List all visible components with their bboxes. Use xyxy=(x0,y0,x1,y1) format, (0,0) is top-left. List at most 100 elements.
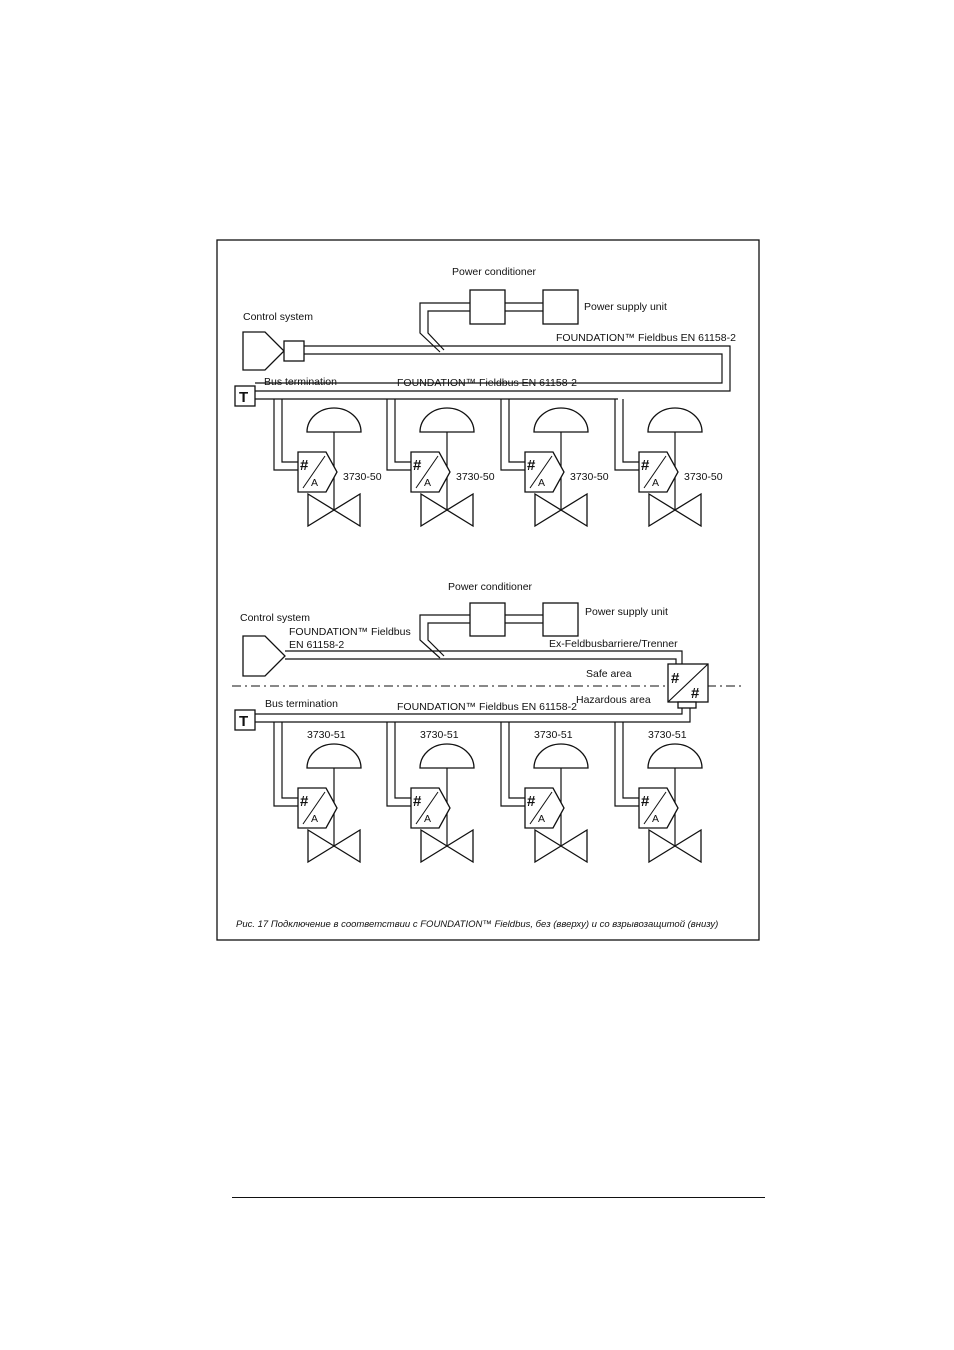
bottom-positioner-box-1 xyxy=(297,787,338,829)
bottom-psu-link xyxy=(505,614,543,624)
bottom-drop-wire-inner-1 xyxy=(281,722,298,799)
bottom-hazard-bus-upper xyxy=(255,708,683,715)
top-psu-link xyxy=(505,302,543,312)
bottom-valve-body-1 xyxy=(307,828,361,864)
bottom-device-label-3: 3730-51 xyxy=(534,729,573,741)
bottom-positioner-diagonal-2 xyxy=(415,791,439,825)
bottom-device-label-2: 3730-51 xyxy=(420,729,459,741)
bottom-drop-wire-outer-4 xyxy=(614,722,639,807)
top-control-interface-box xyxy=(283,340,305,362)
top-actuator-dome-1 xyxy=(306,407,362,433)
bottom-terminator-symbol: T xyxy=(239,713,248,730)
top-positioner-box-1 xyxy=(297,451,338,493)
bottom-positioner-a-3: A xyxy=(538,813,545,825)
bottom-positioner-hash-1: # xyxy=(300,793,309,810)
top-positioner-hash-1: # xyxy=(300,457,309,474)
bottom-positioner-hash-3: # xyxy=(527,793,536,810)
top-valve-body-1 xyxy=(307,492,361,528)
top-fieldbus-loop-outer xyxy=(255,345,731,392)
top-positioner-diagonal-4 xyxy=(643,455,667,489)
figure-caption: Рис. 17 Подключение в соответствии с FOU… xyxy=(236,919,718,930)
bottom-bus-termination-label: Bus termination xyxy=(265,698,338,710)
top-fieldbus-loop-inner xyxy=(255,353,723,384)
top-power-supply-label: Power supply unit xyxy=(584,301,667,313)
bottom-drop-wire-inner-4 xyxy=(622,722,639,799)
bottom-drop-wire-outer-2 xyxy=(386,722,411,807)
top-positioner-hash-2: # xyxy=(413,457,422,474)
top-positioner-a-2: A xyxy=(424,477,431,489)
bottom-safe-bus-upper xyxy=(285,650,683,664)
top-terminator-box xyxy=(234,385,256,407)
top-actuator-dome-3 xyxy=(533,407,589,433)
bottom-positioner-diagonal-3 xyxy=(529,791,553,825)
figure-frame xyxy=(216,239,760,941)
ex-barrier-terminal xyxy=(677,701,697,709)
top-device-label-3: 3730-50 xyxy=(570,471,609,483)
bottom-safe-area-label: Safe area xyxy=(586,668,632,680)
top-device-label-4: 3730-50 xyxy=(684,471,723,483)
top-conditioner-feed-inner xyxy=(427,310,470,351)
top-control-system-label: Control system xyxy=(243,311,313,323)
bottom-drop-wire-inner-3 xyxy=(508,722,525,799)
bottom-valve-body-3 xyxy=(534,828,588,864)
bottom-actuator-dome-3 xyxy=(533,743,589,769)
top-actuator-dome-4 xyxy=(647,407,703,433)
bottom-safe-bus-lower xyxy=(285,658,677,664)
bottom-actuator-dome-1 xyxy=(306,743,362,769)
top-positioner-box-4 xyxy=(638,451,679,493)
bottom-fieldbus-bus-label: FOUNDATION™ Fieldbus EN 61158-2 xyxy=(397,701,577,713)
bottom-positioner-box-4 xyxy=(638,787,679,829)
top-fieldbus-label: FOUNDATION™ Fieldbus EN 61158-2 xyxy=(556,332,736,344)
bottom-actuator-dome-4 xyxy=(647,743,703,769)
bottom-diagram: Power conditioner Power supply unit Cont… xyxy=(232,581,742,864)
ex-barrier-hash-bottom: # xyxy=(691,685,700,702)
top-valve-body-4 xyxy=(648,492,702,528)
top-positioner-box-3 xyxy=(524,451,565,493)
bottom-device-label-1: 3730-51 xyxy=(307,729,346,741)
bottom-power-conditioner-box xyxy=(469,602,506,637)
bottom-hazardous-area-label: Hazardous area xyxy=(576,694,651,706)
bottom-positioner-a-1: A xyxy=(311,813,318,825)
bottom-barrier-label: Ex-Feldbusbarriere/Trenner xyxy=(549,638,678,650)
top-drop-wire-outer-2 xyxy=(386,399,411,471)
top-valve-body-3 xyxy=(534,492,588,528)
bottom-fieldbus-label-line2: EN 61158-2 xyxy=(289,639,344,651)
top-bus-termination-label: Bus termination xyxy=(264,376,337,388)
bottom-valve-body-2 xyxy=(420,828,474,864)
top-drop-wire-inner-3 xyxy=(508,399,525,463)
top-positioner-hash-4: # xyxy=(641,457,650,474)
top-fieldbus-bus-label: FOUNDATION™ Fieldbus EN 61158-2 xyxy=(397,377,577,389)
bottom-valve-body-4 xyxy=(648,828,702,864)
bottom-device-label-4: 3730-51 xyxy=(648,729,687,741)
bottom-drop-wire-outer-1 xyxy=(273,722,298,807)
bottom-drop-wire-inner-2 xyxy=(394,722,411,799)
top-conditioner-feed-outer xyxy=(419,302,470,353)
top-valve-body-2 xyxy=(420,492,474,528)
page-footer-rule xyxy=(232,1197,765,1198)
bottom-power-supply-box xyxy=(542,602,579,637)
ex-barrier-hash-top: # xyxy=(671,670,680,687)
bottom-positioner-a-2: A xyxy=(424,813,431,825)
top-positioner-diagonal-3 xyxy=(529,455,553,489)
top-terminator-symbol: T xyxy=(239,389,248,406)
bottom-fieldbus-label-line1: FOUNDATION™ Fieldbus xyxy=(289,626,411,638)
top-diagram: Power conditioner Power supply unit Cont… xyxy=(234,266,736,528)
top-control-system-symbol xyxy=(242,331,285,371)
top-power-conditioner-box xyxy=(469,289,506,325)
bottom-hazard-bus-lower xyxy=(255,708,691,723)
top-drop-wire-inner-4 xyxy=(622,399,639,463)
top-positioner-a-1: A xyxy=(311,477,318,489)
top-positioner-diagonal-1 xyxy=(302,455,326,489)
top-drop-wire-outer-1 xyxy=(273,399,298,471)
top-positioner-diagonal-2 xyxy=(415,455,439,489)
bottom-conditioner-feed-outer xyxy=(419,614,470,659)
bottom-positioner-hash-2: # xyxy=(413,793,422,810)
top-positioner-a-4: A xyxy=(652,477,659,489)
bottom-drop-wire-outer-3 xyxy=(500,722,525,807)
top-positioner-box-2 xyxy=(410,451,451,493)
top-power-supply-box xyxy=(542,289,579,325)
bottom-positioner-diagonal-1 xyxy=(302,791,326,825)
